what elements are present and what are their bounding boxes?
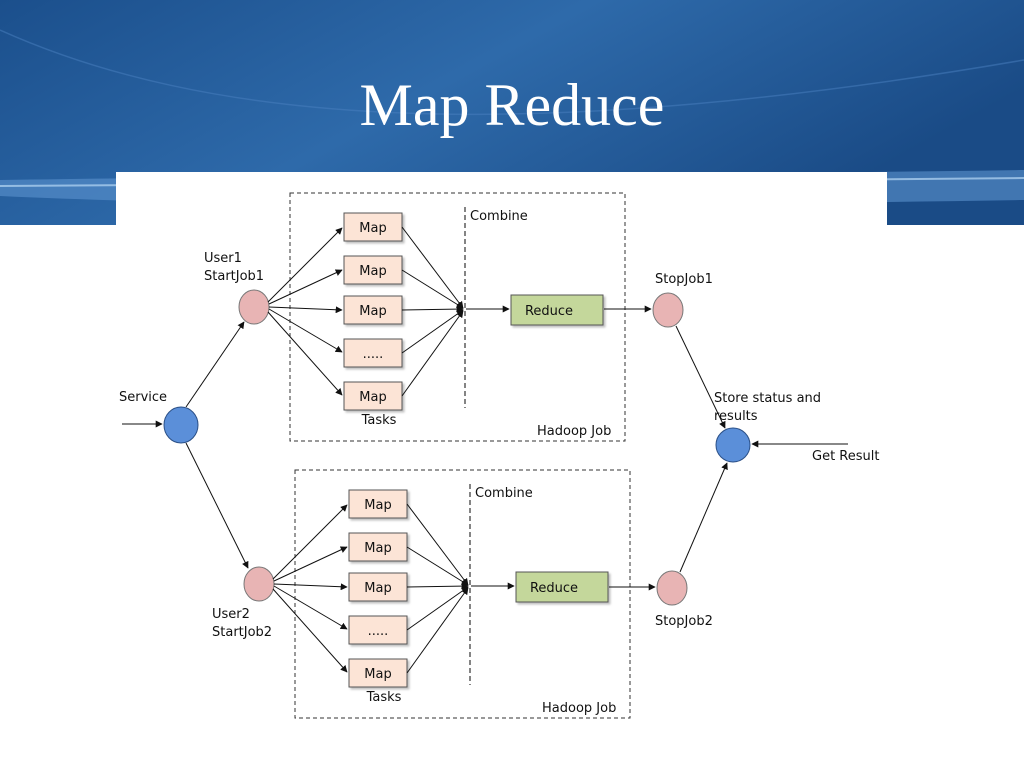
map-task-label: Map: [364, 541, 391, 556]
hadoop-job-label-2: Hadoop Job: [542, 701, 616, 716]
map-task-label: .....: [368, 624, 389, 639]
map-task-1-4: .....: [343, 338, 403, 368]
stop1-to-store-arrow: [675, 325, 726, 429]
user1-label-line1: User1: [204, 251, 242, 266]
tasks-label-2: Tasks: [366, 690, 402, 705]
get-result-label: Get Result: [812, 449, 879, 464]
header-decor-curve: [0, 29, 1024, 116]
stopjob1-label: StopJob1: [655, 272, 713, 287]
tasks-label-1: Tasks: [361, 413, 397, 428]
map-task-1-5: Map: [343, 381, 403, 411]
hadoop-job-1-frame: [289, 192, 626, 442]
reduce-box-2: Reduce: [515, 571, 609, 603]
map-task-2-1: Map: [348, 489, 408, 519]
slide-title: Map Reduce: [360, 72, 665, 138]
store-node: [715, 427, 751, 463]
user2-label-line2: StartJob2: [212, 625, 272, 640]
reduce-label: Reduce: [530, 581, 578, 596]
map-task-label: Map: [359, 221, 386, 236]
user2-label-line1: User2: [212, 607, 250, 622]
user2-to-map-arrows: [272, 504, 348, 673]
stop2-to-store-arrow: [679, 462, 728, 573]
map-to-combine-arrows-2: [406, 503, 469, 674]
map-task-1-3: Map: [343, 295, 403, 325]
map-task-label: Map: [359, 264, 386, 279]
map-task-label: Map: [364, 667, 391, 682]
user1-start-node: [238, 289, 270, 325]
combine-label-2: Combine: [475, 486, 533, 501]
map-task-2-5: Map: [348, 658, 408, 688]
stopjob1-node: [652, 292, 684, 328]
map-task-label: .....: [363, 347, 384, 362]
store-label-line2: results: [714, 409, 758, 424]
map-task-2-3: Map: [348, 572, 408, 602]
combine-label-1: Combine: [470, 209, 528, 224]
diagram-panel: [116, 172, 887, 752]
reduce-box-1: Reduce: [510, 294, 604, 326]
reduce-label: Reduce: [525, 304, 573, 319]
hadoop-job-2-frame: [294, 469, 631, 719]
store-label-line1: Store status and: [714, 391, 821, 406]
stopjob2-node: [656, 570, 688, 606]
map-task-label: Map: [359, 304, 386, 319]
map-to-combine-arrows-1: [401, 226, 464, 397]
map-task-1-2: Map: [343, 255, 403, 285]
user1-label-line2: StartJob1: [204, 269, 264, 284]
map-task-1-1: Map: [343, 212, 403, 242]
user1-to-map-arrows: [267, 227, 343, 396]
map-task-label: Map: [364, 581, 391, 596]
service-node: [163, 406, 199, 444]
service-to-user2-arrow: [185, 442, 249, 569]
map-task-2-4: .....: [348, 615, 408, 645]
map-task-2-2: Map: [348, 532, 408, 562]
service-label: Service: [119, 390, 167, 405]
map-task-label: Map: [359, 390, 386, 405]
stopjob2-label: StopJob2: [655, 614, 713, 629]
user2-start-node: [243, 566, 275, 602]
service-to-user1-arrow: [185, 321, 245, 408]
hadoop-job-label-1: Hadoop Job: [537, 424, 611, 439]
map-task-label: Map: [364, 498, 391, 513]
